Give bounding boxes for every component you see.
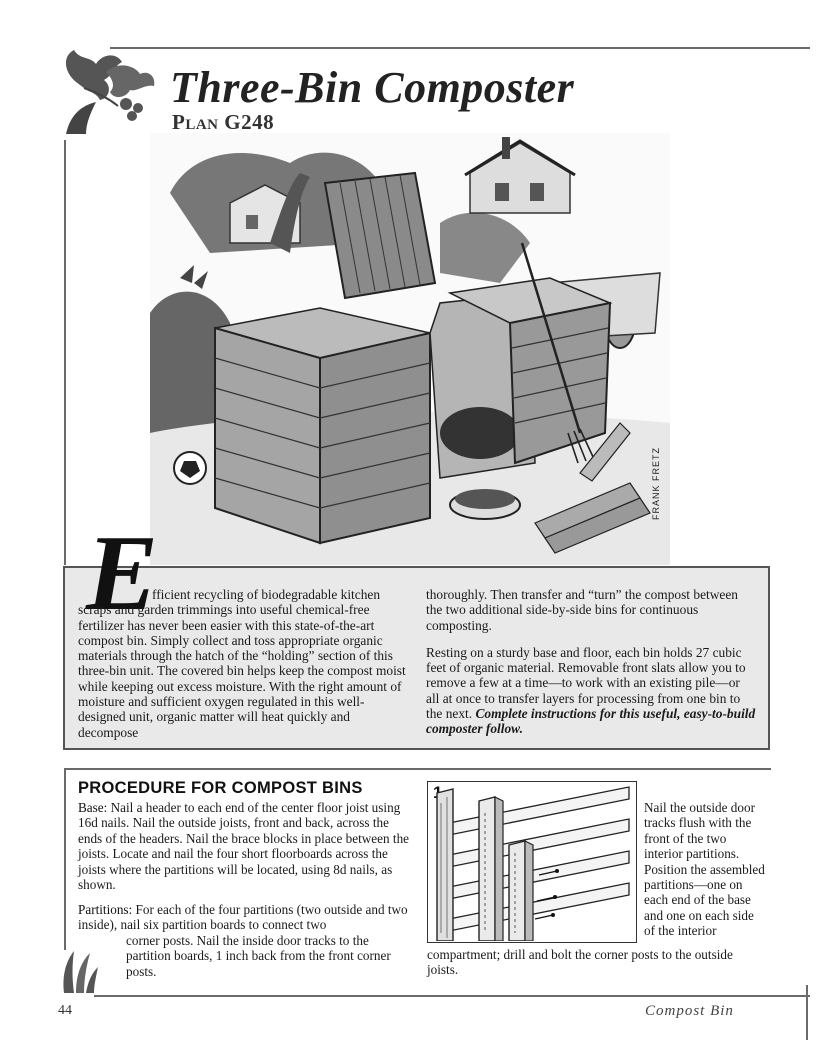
intro-emphasis: Complete instructions for this useful, e… bbox=[426, 706, 756, 737]
left-rule-lower bbox=[64, 770, 66, 950]
intro-column-left: fficient recycling of biodegradable kitc… bbox=[78, 587, 406, 752]
base-paragraph: Base: Nail a header to each end of the c… bbox=[78, 800, 415, 892]
intro-box bbox=[63, 566, 770, 750]
intro-paragraph-3: Resting on a sturdy base and floor, each… bbox=[426, 645, 756, 737]
drop-cap: E bbox=[86, 514, 159, 633]
intro-column-right: thoroughly. Then transfer and “turn” the… bbox=[426, 587, 756, 749]
base-text: Nail a header to each end of the center … bbox=[78, 800, 410, 893]
running-title: Compost Bin bbox=[645, 1003, 734, 1019]
intro-paragraph-2: thoroughly. Then transfer and “turn” the… bbox=[426, 587, 738, 633]
illustration-credit: FRANK FRETZ bbox=[651, 447, 661, 520]
partitions-paragraph-b: corner posts. Nail the inside door track… bbox=[126, 933, 391, 979]
figure-caption-a: Nail the outside door tracks flush with … bbox=[644, 800, 765, 939]
procedure-heading: PROCEDURE FOR COMPOST BINS bbox=[78, 779, 363, 797]
mid-rule bbox=[64, 768, 771, 770]
plan-number: Plan G248 bbox=[172, 110, 275, 134]
partitions-text-a: For each of the four partitions (two out… bbox=[78, 902, 408, 933]
figure-1-drawing bbox=[436, 786, 630, 941]
intro-paragraph-3-text: Resting on a sturdy base and floor, each… bbox=[426, 644, 746, 722]
page-number: 44 bbox=[58, 1003, 72, 1018]
right-rule-bottom bbox=[806, 985, 808, 1040]
page-title: Three-Bin Composter bbox=[170, 63, 575, 112]
leaf-ornament-icon bbox=[65, 50, 155, 134]
left-rule bbox=[64, 140, 66, 565]
bottom-rule bbox=[94, 995, 810, 997]
partitions-paragraph-a: Partitions: For each of the four partiti… bbox=[78, 902, 415, 933]
base-label: Base: bbox=[78, 800, 108, 815]
intro-paragraph-1: fficient recycling of biodegradable kitc… bbox=[78, 587, 406, 740]
figure-caption-b: compartment; drill and bolt the corner p… bbox=[427, 947, 733, 978]
partitions-label: Partitions: bbox=[78, 902, 133, 917]
grass-ornament-icon bbox=[63, 951, 98, 993]
composter-illustration bbox=[150, 133, 670, 565]
top-rule bbox=[110, 47, 810, 49]
